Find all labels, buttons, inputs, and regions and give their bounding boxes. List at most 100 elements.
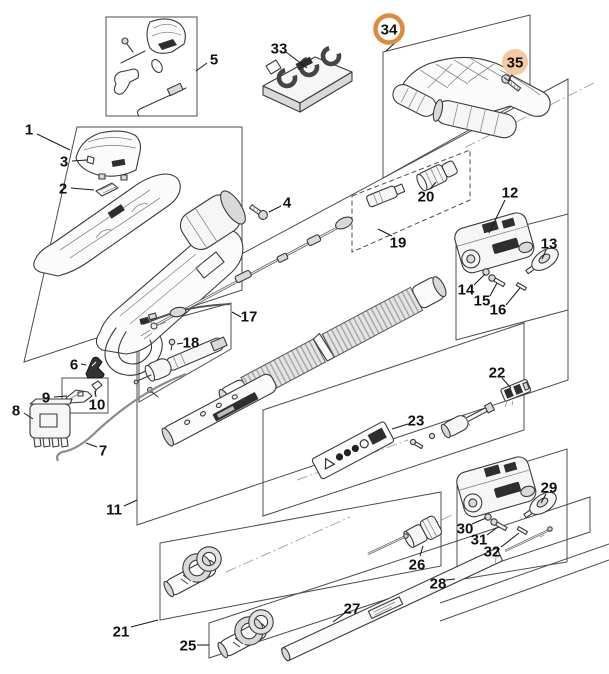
part-28-clamp-housing[interactable] xyxy=(454,455,538,520)
leader-line-29 xyxy=(540,493,547,504)
callout-number-11: 11 xyxy=(106,502,122,519)
leader-line-14 xyxy=(473,273,486,286)
callout-32[interactable]: 32 xyxy=(484,544,501,561)
callout-number-8: 8 xyxy=(12,403,20,420)
callout-number-34: 34 xyxy=(381,22,398,39)
part-16-pin[interactable] xyxy=(515,282,528,291)
callout-number-17: 17 xyxy=(241,309,258,326)
part-21-tube-clamp[interactable] xyxy=(162,546,222,598)
part-23-label-strip[interactable] xyxy=(311,400,496,480)
callout-26[interactable]: 26 xyxy=(409,557,426,574)
group-box-19 xyxy=(351,149,471,253)
part-26-coupler[interactable] xyxy=(401,515,443,550)
callout-number-21: 21 xyxy=(113,624,130,641)
leader-line-21 xyxy=(130,619,159,628)
part-20-coupling[interactable] xyxy=(415,158,459,192)
callout-7[interactable]: 7 xyxy=(99,443,107,460)
callout-number-14: 14 xyxy=(458,282,475,299)
part-4-screw[interactable] xyxy=(248,203,269,221)
callout-13[interactable]: 13 xyxy=(541,236,558,253)
callout-number-23: 23 xyxy=(408,413,425,430)
callout-25[interactable]: 25 xyxy=(180,638,197,655)
leader-line-19 xyxy=(377,228,393,237)
part-19-drive-cable[interactable] xyxy=(140,182,406,340)
part-22-cable-guide[interactable] xyxy=(499,379,534,408)
callout-3[interactable]: 3 xyxy=(60,154,68,171)
part-34-loop-handle[interactable] xyxy=(389,56,551,140)
part-33-carrier-bracket[interactable] xyxy=(262,45,353,113)
callout-1[interactable]: 1 xyxy=(25,122,33,139)
leader-line-20 xyxy=(429,181,437,190)
callout-15[interactable]: 15 xyxy=(474,293,491,310)
callout-10[interactable]: 10 xyxy=(89,397,106,414)
callout-20[interactable]: 20 xyxy=(418,189,435,206)
part-32-pin[interactable] xyxy=(516,526,529,535)
callout-number-19: 19 xyxy=(390,235,407,252)
callout-5[interactable]: 5 xyxy=(210,52,218,69)
callout-number-16: 16 xyxy=(490,302,507,319)
leader-line-35 xyxy=(507,74,513,82)
callout-27[interactable]: 27 xyxy=(344,601,361,618)
part-1-handle-housing[interactable] xyxy=(33,130,251,376)
part-27-extension-tube[interactable] xyxy=(280,526,553,662)
callout-33[interactable]: 33 xyxy=(271,41,288,58)
parts-layer xyxy=(29,18,562,662)
callout-2[interactable]: 2 xyxy=(59,181,67,198)
leader-line-1 xyxy=(36,133,71,151)
callout-11[interactable]: 11 xyxy=(106,502,122,519)
part-30-washer[interactable] xyxy=(484,513,492,521)
leader-line-5 xyxy=(195,62,208,72)
part-14-washer[interactable] xyxy=(482,268,490,276)
highlight-disc xyxy=(502,49,528,75)
callout-6[interactable]: 6 xyxy=(70,357,78,374)
part-7-cable[interactable] xyxy=(56,372,187,462)
part-11-flex-tube[interactable] xyxy=(215,271,449,413)
leader-line-9 xyxy=(53,395,68,398)
part-8-connector-module[interactable] xyxy=(29,398,73,448)
callout-29[interactable]: 29 xyxy=(541,480,558,497)
callout-16[interactable]: 16 xyxy=(490,302,507,319)
part-25-tube-clamp[interactable] xyxy=(216,609,274,659)
callout-number-4: 4 xyxy=(283,195,292,212)
part-11-lower-tube[interactable] xyxy=(160,372,278,448)
callout-17[interactable]: 17 xyxy=(241,309,258,326)
part-9-bracket[interactable] xyxy=(65,389,93,404)
part-13-clamp-knob[interactable] xyxy=(522,244,562,279)
leader-line-7 xyxy=(85,442,98,448)
callout-21[interactable]: 21 xyxy=(113,624,130,641)
callout-12[interactable]: 12 xyxy=(502,185,519,202)
part-29-clamp-knob[interactable] xyxy=(520,488,560,523)
callout-number-10: 10 xyxy=(89,397,106,414)
callout-31[interactable]: 31 xyxy=(471,532,488,549)
callout-23[interactable]: 23 xyxy=(408,413,425,430)
callout-number-7: 7 xyxy=(99,443,107,460)
callout-18[interactable]: 18 xyxy=(183,335,200,352)
part-18-screw[interactable] xyxy=(168,338,176,351)
callout-30[interactable]: 30 xyxy=(457,521,474,538)
part-12-clamp-housing[interactable] xyxy=(452,211,536,276)
leader-line-4 xyxy=(268,205,282,213)
part-17-harness-kit[interactable] xyxy=(133,303,231,398)
callout-28[interactable]: 28 xyxy=(430,576,447,593)
callout-35[interactable]: 35 xyxy=(502,49,528,75)
part-5-trigger-kit[interactable] xyxy=(113,18,187,117)
group-boxes xyxy=(23,14,609,659)
part-15-screw[interactable] xyxy=(488,274,506,288)
callout-8[interactable]: 8 xyxy=(12,403,20,420)
group-box-12 xyxy=(455,213,569,341)
part-6-clip[interactable] xyxy=(85,356,105,379)
callout-number-31: 31 xyxy=(471,532,488,549)
part-31-screw[interactable] xyxy=(490,518,508,532)
callout-9[interactable]: 9 xyxy=(42,390,50,407)
callout-4[interactable]: 4 xyxy=(283,195,292,212)
leader-line-28 xyxy=(445,578,456,581)
part-35-screw[interactable] xyxy=(500,73,522,93)
callout-19[interactable]: 19 xyxy=(390,235,407,252)
part-10-wedge[interactable] xyxy=(91,380,103,395)
callout-34[interactable]: 34 xyxy=(373,13,405,45)
callout-number-12: 12 xyxy=(502,185,519,202)
callout-14[interactable]: 14 xyxy=(458,282,475,299)
group-box-23 xyxy=(262,322,525,517)
callout-22[interactable]: 22 xyxy=(489,365,506,382)
